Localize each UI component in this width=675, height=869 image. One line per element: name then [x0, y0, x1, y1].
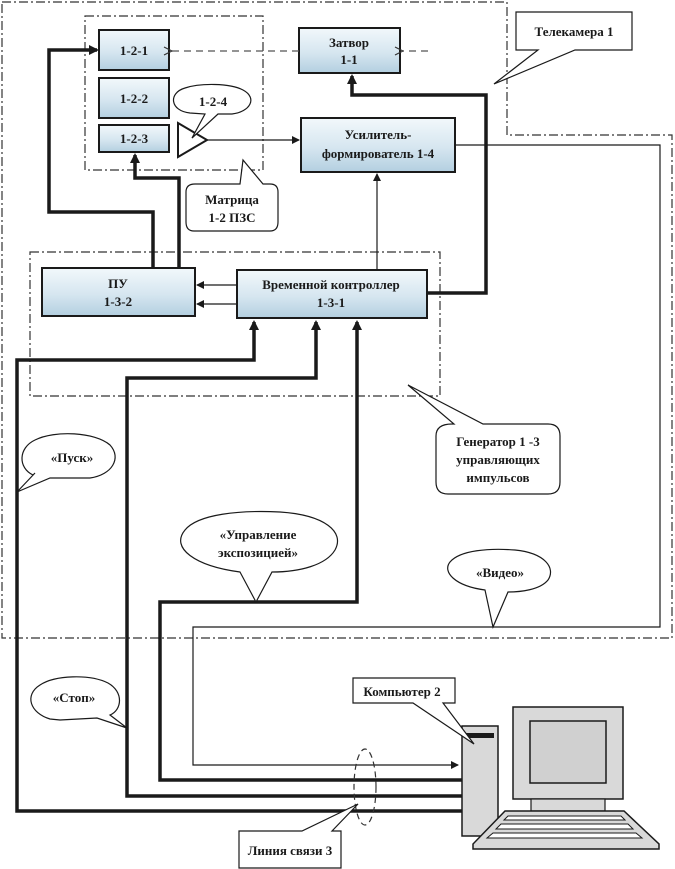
label-shutter-1: Затвор: [329, 35, 369, 50]
pu-to-121: [47, 45, 155, 268]
callout-1-2-4-text: 1-2-4: [199, 94, 228, 109]
label-shutter-2: 1-1: [340, 52, 357, 67]
start-callout-text: «Пуск»: [51, 450, 93, 465]
generator-callout: Генератор 1 -3 управляющих импульсов: [407, 384, 561, 495]
exposure-callout-text-2: экспозицией»: [218, 545, 298, 560]
computer-callout: Компьютер 2: [352, 677, 475, 745]
amp-video-out: [192, 144, 661, 769]
label-amp-1: Усилитель-: [345, 127, 412, 142]
computer-icon: [461, 706, 660, 850]
label-pu-1: ПУ: [108, 276, 128, 291]
start-line: [15, 320, 462, 813]
label-1-2-2: 1-2-2: [120, 91, 148, 106]
label-1-2-3: 1-2-3: [120, 131, 149, 146]
label-timer-1: Временной контроллер: [262, 277, 400, 292]
generator-callout-text-2: управляющих: [456, 452, 540, 467]
start-callout: «Пуск»: [16, 433, 116, 493]
link-ellipse: [353, 748, 377, 826]
block-shutter: [298, 27, 401, 74]
matrix-callout-text-1: Матрица: [205, 192, 259, 207]
label-amp-2: формирователь 1-4: [322, 146, 435, 161]
pc-stand: [530, 798, 606, 812]
video-callout-text: «Видео»: [476, 565, 524, 580]
block-1-2-3: [98, 124, 170, 153]
amplifier-triangle-icon: [177, 121, 209, 159]
generator-callout-text-3: импульсов: [466, 470, 529, 485]
matrix-boundary: [84, 15, 264, 171]
pu-to-123: [130, 153, 181, 268]
block-1-2-1: [98, 29, 170, 71]
matrix-callout-text-2: 1-2 ПЗС: [209, 210, 256, 225]
link-callout-text: Линия связи 3: [248, 843, 333, 858]
matrix-callout: Матрица 1-2 ПЗС: [185, 158, 279, 232]
video-callout: «Видео»: [447, 548, 552, 629]
block-1-2-2: [98, 77, 170, 119]
pc-tower: [461, 725, 499, 837]
block-amplifier: [300, 117, 456, 173]
exposure-callout: «Управление экспозицией»: [180, 510, 339, 604]
timer-to-shutter: [347, 74, 488, 295]
label-1-2-1: 1-2-1: [120, 43, 148, 58]
camera-callout-text: Телекамера 1: [535, 24, 614, 39]
camera-boundary: [1, 1, 673, 639]
stop-line: [125, 320, 462, 798]
generator-boundary: [29, 251, 441, 397]
stop-callout-text: «Стоп»: [53, 690, 95, 705]
pc-drive-slot: [466, 733, 494, 738]
link-callout: Линия связи 3: [238, 803, 359, 869]
computer-callout-text: Компьютер 2: [363, 684, 440, 699]
camera-callout: Телекамера 1: [493, 11, 633, 85]
label-pu-2: 1-3-2: [104, 294, 132, 309]
exposure-callout-text-1: «Управление: [220, 527, 297, 542]
stop-callout: «Стоп»: [30, 676, 128, 729]
callout-1-2-4: 1-2-4: [173, 83, 252, 139]
generator-callout-text-1: Генератор 1 -3: [456, 434, 540, 449]
exposure-line: [158, 320, 462, 782]
label-timer-2: 1-3-1: [317, 295, 345, 310]
block-pu: [41, 267, 196, 317]
pc-screen: [529, 720, 607, 784]
